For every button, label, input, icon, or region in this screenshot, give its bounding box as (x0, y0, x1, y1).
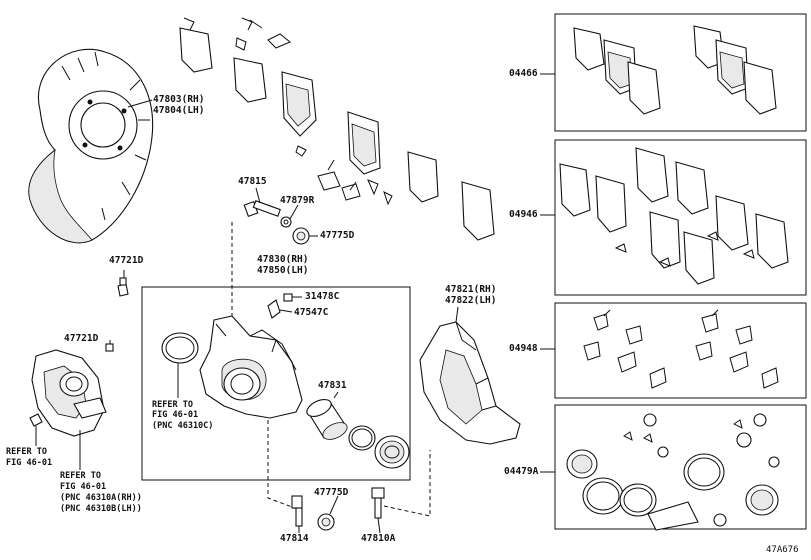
kit-04466-pads (573, 25, 777, 115)
refer-note-center-line2: FIG 46-01 (152, 410, 199, 420)
label-47804: 47804(LH) (153, 105, 205, 116)
label-kit-04946: 04946 (509, 209, 538, 220)
kit-box-04466 (554, 13, 807, 132)
caliper-body-47830 (199, 315, 303, 419)
label-47547c: 47547C (294, 307, 329, 318)
refer-note-left-small-line2: FIG 46-01 (6, 458, 53, 468)
label-47821: 47821(RH) (445, 284, 497, 295)
refer-note-left-big-line3: (PNC 46310A(RH)) (60, 493, 142, 503)
piston-boot (374, 435, 410, 469)
kit-box-04946 (554, 139, 807, 296)
kit-box-04948 (554, 302, 807, 399)
refer-note-left-small-line1: REFER TO (6, 447, 47, 457)
label-31478c: 31478C (305, 291, 340, 302)
label-47822: 47822(LH) (445, 295, 497, 306)
caliper-assembly-left (31, 349, 107, 437)
label-47831: 47831 (318, 380, 347, 391)
label-47721d-top: 47721D (109, 255, 144, 266)
pad-clips-group (183, 17, 393, 206)
seal-ring-46310c (161, 332, 199, 364)
kit-box-04479a (554, 404, 807, 530)
kit-04479a-seals (566, 413, 780, 531)
label-kit-04466: 04466 (509, 68, 538, 79)
label-47830: 47830(RH) (257, 254, 309, 265)
refer-note-left-big-line2: FIG 46-01 (60, 482, 107, 492)
bleeder-47721d-mid (105, 343, 114, 352)
label-47775d-bottom: 47775D (314, 487, 349, 498)
dust-cover-shield (28, 48, 154, 244)
bushing-47879r (280, 216, 292, 228)
label-47815: 47815 (238, 176, 267, 187)
label-kit-04479a: 04479A (504, 466, 539, 477)
piston-seal (348, 425, 376, 451)
bleeder-47721d-top (117, 277, 129, 297)
label-47814: 47814 (280, 533, 309, 544)
guide-pin-47815 (243, 200, 281, 218)
label-47850: 47850(LH) (257, 265, 309, 276)
label-47803: 47803(RH) (153, 94, 205, 105)
label-47879r: 47879R (280, 195, 315, 206)
label-47775d-top: 47775D (320, 230, 355, 241)
refer-note-center-line1: REFER TO (152, 400, 193, 410)
label-kit-04948: 04948 (509, 343, 538, 354)
bolt-47810a (371, 487, 385, 519)
plug-47547c (267, 299, 281, 319)
boot-47775d-bottom (317, 513, 335, 531)
kit-04948-clips (583, 309, 779, 389)
loose-pads-group (179, 27, 495, 241)
diagram-code: 47A676 (766, 545, 799, 555)
refer-note-center-line3: (PNC 46310C) (152, 421, 214, 431)
kit-04946-pads (559, 147, 789, 285)
label-47721d-mid: 47721D (64, 333, 99, 344)
guide-pin-47814 (291, 495, 303, 527)
label-47810a: 47810A (361, 533, 396, 544)
refer-note-left-big-line1: REFER TO (60, 471, 101, 481)
refer-note-left-big-line4: (PNC 46310B(LH)) (60, 504, 142, 514)
small-boot-left (29, 413, 43, 427)
caliper-assembly-box (141, 286, 411, 481)
mounting-bracket-47821 (419, 321, 521, 445)
bleeder-31478c (283, 293, 293, 302)
piston-47831 (306, 399, 348, 440)
boot-47775d-top (292, 227, 310, 245)
